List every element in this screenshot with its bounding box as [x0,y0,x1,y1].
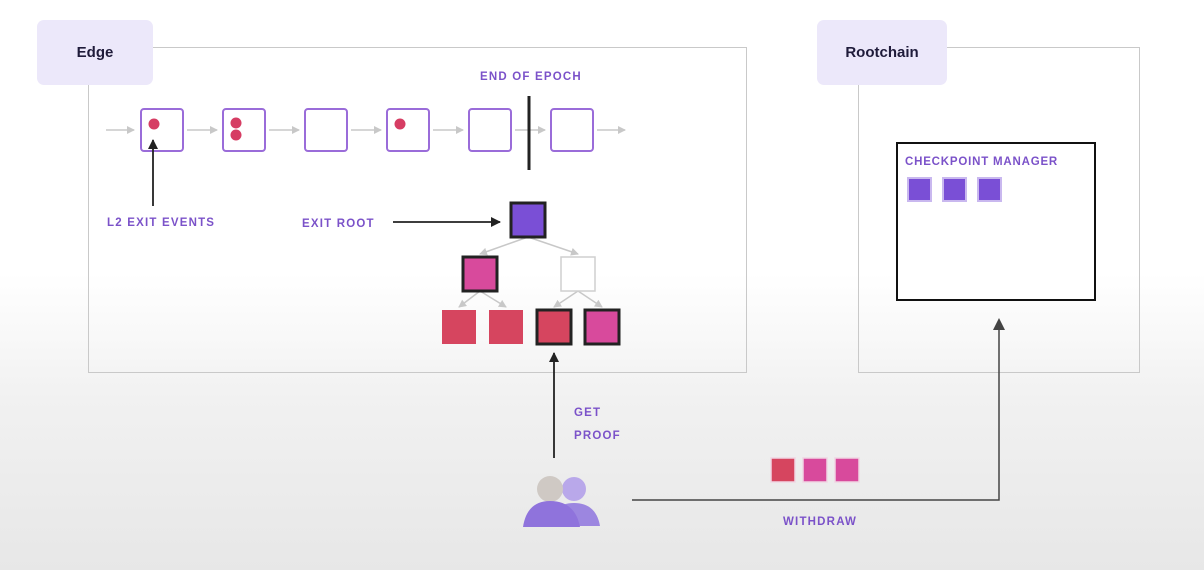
checkpoint-manager-label: CHECKPOINT MANAGER [905,156,1059,168]
exit-merkle-tree [442,201,621,346]
tree-edge [479,236,529,256]
block-square [140,108,184,152]
exit-root-node [509,201,547,239]
edge-title: Edge [37,20,153,85]
withdraw-arrowhead [993,318,1005,330]
block [140,108,184,152]
tree-leaf [489,310,523,344]
get-proof-label-line1: GET [574,407,602,419]
checkpoint-list [907,177,1002,202]
withdraw-proof-square [834,457,860,483]
withdraw-line [632,320,1000,501]
block [386,108,430,152]
l2-exit-events-label: L2 EXIT EVENTS [107,217,216,229]
block-chain [106,96,626,170]
tree-edge [577,290,603,308]
tree-node [560,256,596,292]
withdraw-label: WITHDRAW [783,516,858,528]
annotation-arrows [148,139,559,458]
checkpoint-square [907,177,932,202]
block-square [222,108,266,152]
tree-leaf [583,308,621,346]
withdraw-flow [632,318,1005,501]
end-of-epoch-label: END OF EPOCH [480,71,582,83]
exit-event-dot [394,118,406,130]
tree-edge [458,290,481,308]
user-head-front [537,476,563,502]
rootchain-title: Rootchain [817,20,947,85]
block-square [468,108,512,152]
block [304,108,348,152]
user-body-front [523,501,580,527]
edge-panel [88,47,747,373]
users-icon[interactable] [523,476,600,527]
exit-event-dot [148,118,160,130]
block-square [550,108,594,152]
tree-leaf [535,308,573,346]
get-proof-label-line2: PROOF [574,430,621,442]
block-square [386,108,430,152]
checkpoint-square [942,177,967,202]
withdraw-proof-square [770,457,796,483]
exit-event-dot [230,117,242,129]
tree-leaf [442,310,476,344]
withdraw-proof-square [802,457,828,483]
tree-edge [553,290,579,308]
tree-edge [527,236,579,256]
checkpoint-manager-box [896,142,1096,301]
block [550,108,594,152]
exit-event-dot [230,129,242,141]
block [222,108,266,152]
user-head-back [562,477,586,501]
checkpoint-square [977,177,1002,202]
exit-root-label: EXIT ROOT [302,218,375,230]
block [468,108,512,152]
block-square [304,108,348,152]
tree-edge [479,290,507,308]
tree-node [461,255,499,293]
